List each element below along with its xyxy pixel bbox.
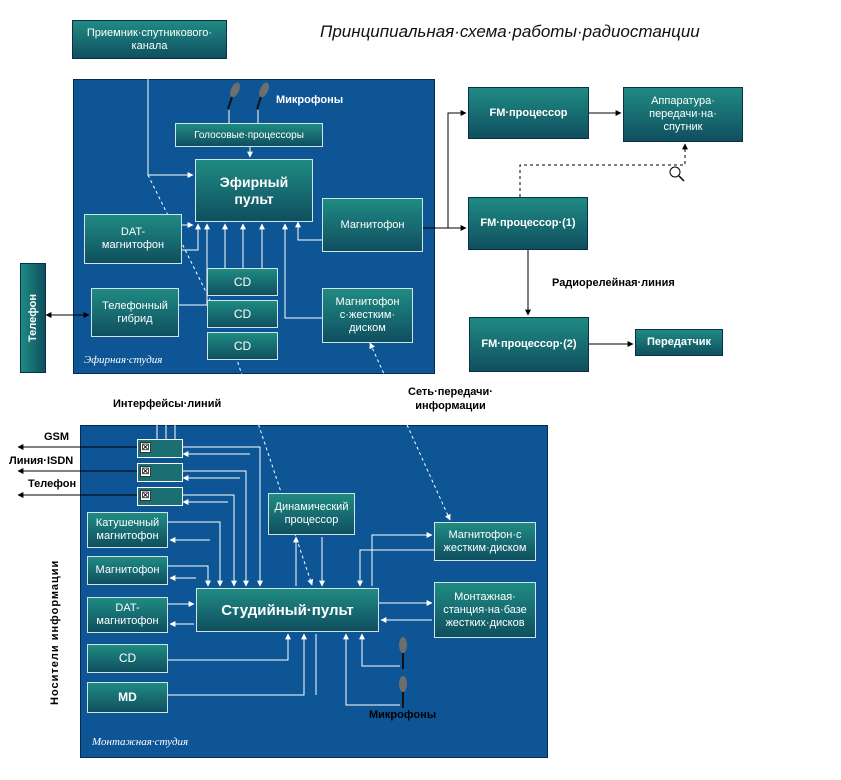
line-interfaces-label: Интерфейсы·линий — [113, 398, 222, 410]
media-label: Носители информации — [49, 559, 61, 705]
on-air-microphones-label: Микрофоны — [276, 94, 344, 106]
cd-player-box[interactable]: CD — [207, 332, 278, 360]
on-air-console-label: Эфирный пульт — [219, 173, 289, 207]
fm-processor-2-label: FM·процессор·(2) — [481, 338, 577, 350]
on-air-console-box[interactable]: Эфирный пульт — [195, 159, 313, 222]
fm-processor-box[interactable]: FM·процессор — [468, 87, 589, 139]
telephone-hybrid-label: Телефонный гибрид — [102, 299, 168, 325]
line-label-isdn: Линия·ISDN — [9, 455, 74, 467]
md-label: MD — [118, 690, 137, 704]
radio-relay-label: Радиорелейная·линия — [552, 277, 675, 289]
microphone-icon — [396, 676, 410, 713]
line-interface-box[interactable]: ⊠ — [137, 487, 183, 506]
microphone-icon — [396, 637, 410, 674]
line-interface-box[interactable]: ⊠ — [137, 439, 183, 458]
production-hdd-recorder-box[interactable]: Магнитофон·с жестким·диском — [434, 522, 536, 561]
hdd-recorder-label: Магнитофон с·жестким· диском — [335, 296, 400, 334]
line-label-gsm: GSM — [44, 431, 70, 443]
network-label: Сеть·передачи· информации — [408, 386, 493, 412]
fm-processor-label: FM·процессор — [489, 106, 568, 119]
dynamic-processor-box[interactable]: Динамический процессор — [268, 493, 355, 535]
fm-processor-1-box[interactable]: FM·процессор·(1) — [468, 197, 588, 250]
production-hdd-recorder-label: Магнитофон·с жестким·диском — [443, 528, 527, 554]
cd-label: CD — [233, 338, 252, 353]
voice-processors-box[interactable]: Голосовые·процессоры — [175, 123, 323, 147]
production-microphones-label: Микрофоны — [369, 709, 437, 721]
telephone-hybrid-box[interactable]: Телефонный гибрид — [91, 288, 179, 337]
studio-console-box[interactable]: Студийный·пульт — [196, 588, 379, 632]
studio-console-label: Студийный·пульт — [221, 601, 354, 619]
satellite-receiver-box[interactable]: Приемник·спутникового· канала — [72, 20, 227, 59]
production-dat-recorder-label: DAT- магнитофон — [96, 602, 159, 627]
voice-processors-label: Голосовые·процессоры — [194, 129, 304, 141]
telephone-label: Телефон — [27, 293, 39, 343]
satellite-receiver-label: Приемник·спутникового· канала — [86, 26, 213, 52]
reel-recorder-box[interactable]: Катушечный магнитофон — [87, 512, 168, 548]
microphone-icon — [226, 82, 242, 117]
microphone-icon — [255, 82, 271, 117]
on-air-studio-caption: Эфирная·студия — [84, 354, 163, 366]
on-air-tape-recorder-label: Магнитофон — [340, 218, 405, 231]
dat-recorder-box[interactable]: DAT- магнитофон — [84, 214, 182, 264]
diagram-title: Принципиальная·схема·работы·радиостанции — [320, 22, 700, 41]
telephone-box[interactable]: Телефон — [20, 263, 46, 373]
fm-processor-1-label: FM·процессор·(1) — [480, 217, 576, 229]
reel-recorder-label: Катушечный магнитофон — [95, 517, 160, 542]
line-switch-icon: ⊠ — [140, 442, 151, 453]
transmitter-box[interactable]: Передатчик — [635, 329, 723, 356]
dat-recorder-label: DAT- магнитофон — [101, 226, 165, 251]
dynamic-processor-label: Динамический процессор — [274, 501, 349, 526]
production-tape-recorder-label: Магнитофон — [95, 564, 160, 576]
line-switch-icon: ⊠ — [140, 490, 151, 501]
editing-station-box[interactable]: Монтажная· станция·на·базе жестких·диско… — [434, 582, 536, 638]
production-cd-label: CD — [118, 651, 137, 665]
production-dat-recorder-box[interactable]: DAT- магнитофон — [87, 597, 168, 633]
on-air-tape-recorder-box[interactable]: Магнитофон — [322, 198, 423, 252]
md-box[interactable]: MD — [87, 682, 168, 713]
fm-processor-2-box[interactable]: FM·процессор·(2) — [469, 317, 589, 372]
cd-player-box[interactable]: CD — [207, 268, 278, 296]
line-switch-icon: ⊠ — [140, 466, 151, 477]
uplink-label: Аппаратура· передачи·на· спутник — [649, 95, 717, 133]
cd-player-box[interactable]: CD — [207, 300, 278, 328]
magnifier-icon — [669, 166, 685, 182]
cd-label: CD — [233, 274, 252, 289]
cd-label: CD — [233, 306, 252, 321]
editing-station-label: Монтажная· станция·на·базе жестких·диско… — [443, 590, 527, 629]
uplink-box[interactable]: Аппаратура· передачи·на· спутник — [623, 87, 743, 142]
production-studio-caption: Монтажная·студия — [92, 736, 189, 748]
line-label-telephone: Телефон — [28, 478, 77, 490]
hdd-recorder-box[interactable]: Магнитофон с·жестким· диском — [322, 288, 413, 343]
production-tape-recorder-box[interactable]: Магнитофон — [87, 556, 168, 585]
transmitter-label: Передатчик — [646, 336, 711, 348]
line-interface-box[interactable]: ⊠ — [137, 463, 183, 482]
production-cd-box[interactable]: CD — [87, 644, 168, 673]
